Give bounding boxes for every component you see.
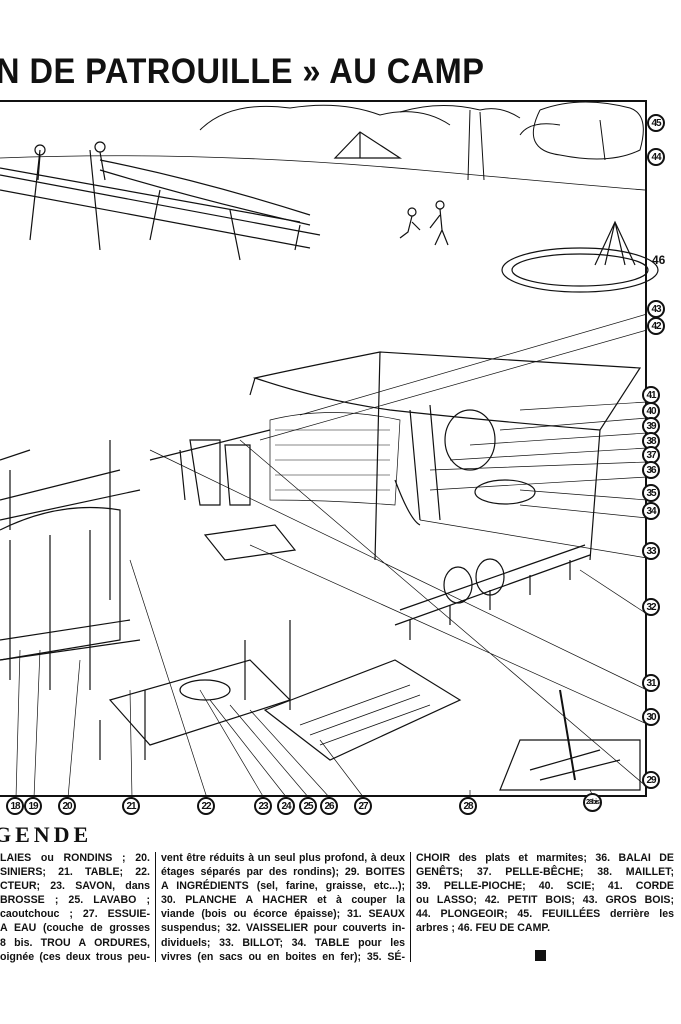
callout-22: 22 xyxy=(197,797,215,815)
legend-line: GENÊTS; 37. PELLE-BÊCHE; 38. MAILLET; xyxy=(416,866,674,879)
legend-line: LAIES ou RONDINS ; 20. xyxy=(0,852,150,864)
legend-line: 8 bis. TROU A ORDURES, xyxy=(0,936,150,949)
legend-line: 30. PLANCHE A HACHER et à couper la xyxy=(161,894,405,907)
legend-column-3: CHOIR des plats et marmites; 36. BALAI D… xyxy=(416,851,674,936)
callout-44: 44 xyxy=(647,148,665,166)
legend-column-1: LAIES ou RONDINS ; 20. SINIERS; 21. TABL… xyxy=(0,851,150,964)
legend-line: vivres (en sacs ou en boites en fer); 35… xyxy=(161,950,405,963)
callout-42: 42 xyxy=(647,317,665,335)
callout-23: 23 xyxy=(254,797,272,815)
callout-33: 33 xyxy=(642,542,660,560)
tent-sketch xyxy=(333,131,403,159)
callout-35: 35 xyxy=(642,484,660,502)
kitchen-tarp-sketch xyxy=(0,351,642,600)
legend-line: arbres ; 46. FEU DE CAMP. xyxy=(416,922,551,935)
callout-43: 43 xyxy=(647,300,665,318)
legend-line: étages séparés par des rondins); 29. BOI… xyxy=(161,866,405,879)
legend-line: CHOIR des plats et marmites; 36. BALAI D… xyxy=(416,852,674,864)
callout-24: 24 xyxy=(277,797,295,815)
callout-32: 32 xyxy=(642,598,660,616)
legend-line: ou LASSO; 42. PETIT BOIS; 43. GROS BOIS; xyxy=(416,894,674,907)
cutting-board-sketch xyxy=(203,524,297,561)
legend-line: vent être réduits à un seul plus profond… xyxy=(161,852,405,864)
frame-border xyxy=(0,100,647,797)
callout-21: 21 xyxy=(122,797,140,815)
table-sketch xyxy=(99,620,292,760)
legend-column-2: vent être réduits à un seul plus profond… xyxy=(161,851,405,964)
camp-illustration xyxy=(0,100,659,799)
bridge-sketch xyxy=(0,141,321,261)
legend-line: CTEUR; 23. SAVON, dans xyxy=(0,880,150,893)
column-divider xyxy=(155,852,156,962)
column-divider xyxy=(410,852,411,962)
dish-rack-sketch xyxy=(394,544,591,640)
callout-28bis: 28bis xyxy=(583,793,602,812)
callout-25: 25 xyxy=(299,797,317,815)
legend-line: A EAU (couche de grosses xyxy=(0,922,150,935)
callout-45: 45 xyxy=(647,114,665,132)
legend-line: viande (bois ou écorce épaisse); 31. SEA… xyxy=(161,908,405,921)
legend-line: BROSSE ; 25. LAVABO ; xyxy=(0,894,150,907)
callout-36: 36 xyxy=(642,461,660,479)
legend-line: dividuels; 33. BILLOT; 34. TABLE pour le… xyxy=(161,936,405,949)
end-mark xyxy=(535,950,546,961)
legend-line: caoutchouc ; 27. ESSUIE- xyxy=(0,908,150,921)
label-46: 46 xyxy=(652,253,666,267)
washstand-sketch xyxy=(0,449,141,690)
callout-31: 31 xyxy=(642,674,660,692)
leader-lines xyxy=(15,313,648,799)
callout-30: 30 xyxy=(642,708,660,726)
callout-27: 27 xyxy=(354,797,372,815)
callout-19: 19 xyxy=(24,797,42,815)
callout-29: 29 xyxy=(642,771,660,789)
callout-20: 20 xyxy=(58,797,76,815)
legend-line: 39. PELLE-PIOCHE; 40. SCIE; 41. CORDE xyxy=(416,880,674,893)
legend-line: oignée (ces deux trous peu- xyxy=(0,950,150,963)
callout-26: 26 xyxy=(320,797,338,815)
legend-line: 44. PLONGEOIR; 45. FEUILLÉES derrière le… xyxy=(416,908,674,921)
callout-18: 18 xyxy=(6,797,24,815)
legend-line: A INGRÉDIENTS (sel, farine, graisse, etc… xyxy=(161,880,405,893)
legend-heading: GENDE xyxy=(0,822,93,847)
legend-line: suspendus; 32. VAISSELIER pour couverts … xyxy=(161,922,405,935)
callout-37: 37 xyxy=(642,446,660,464)
callout-28: 28 xyxy=(459,797,477,815)
trees xyxy=(199,101,644,181)
callout-34: 34 xyxy=(642,502,660,520)
trash-pit-sketch xyxy=(499,739,641,791)
soak-pit-sketch xyxy=(263,659,462,761)
page-title: N DE PATROUILLE » AU CAMP xyxy=(0,52,485,91)
legend-line: SINIERS; 21. TABLE; 22. xyxy=(0,866,150,879)
campfire-ring-sketch xyxy=(501,220,659,293)
